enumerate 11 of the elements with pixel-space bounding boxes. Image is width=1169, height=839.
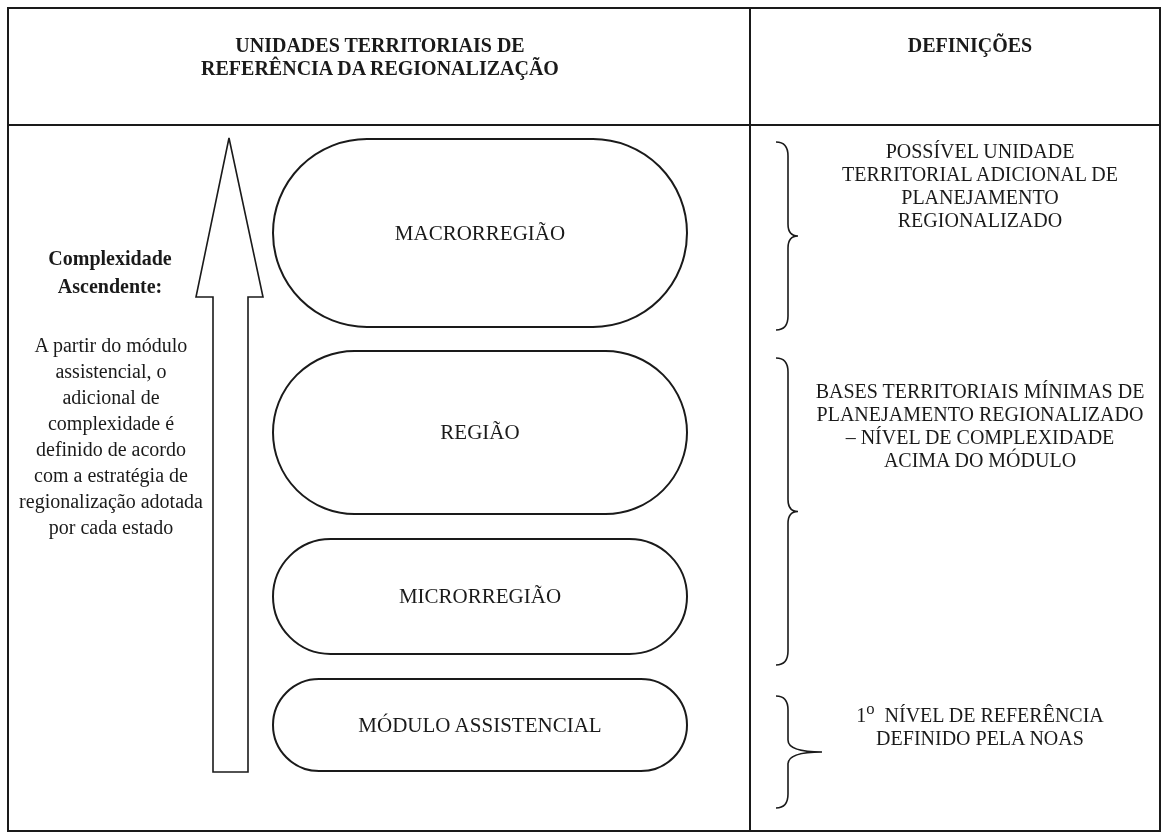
level-box: MÓDULO ASSISTENCIAL — [272, 678, 688, 772]
definition-text: BASES TERRITORIAIS MÍNIMAS DE PLANEJAMENTO REGIONALIZADO – NÍVEL DE COMPLEXIDADE ACIMA DO MÓDULO — [815, 380, 1145, 472]
description-text: A partir do módulo assistencial, o adicional de complexidade é definido de acordo com a estratégia de regionalização adotada por cada estado — [18, 333, 204, 540]
level-box: MACRORREGIÃO — [272, 138, 688, 328]
column-header: UNIDADES TERRITORIAIS DE REFERÊNCIA DA REGIONALIZAÇÃO — [200, 34, 560, 80]
definition-text: POSSÍVEL UNIDADE TERRITORIAL ADICIONAL DE PLANEJAMENTO REGIONALIZADO — [841, 140, 1119, 232]
level-box: MICRORREGIÃO — [272, 538, 688, 655]
column-header: DEFINIÇÕES — [906, 34, 1034, 57]
level-box: REGIÃO — [272, 350, 688, 515]
heading-text: Complexidade Ascendente: — [47, 246, 173, 299]
definition-text: 1$^{o}$ NÍVEL DE REFERÊNCIA DEFINIDO PELA NOAS — [855, 698, 1105, 750]
